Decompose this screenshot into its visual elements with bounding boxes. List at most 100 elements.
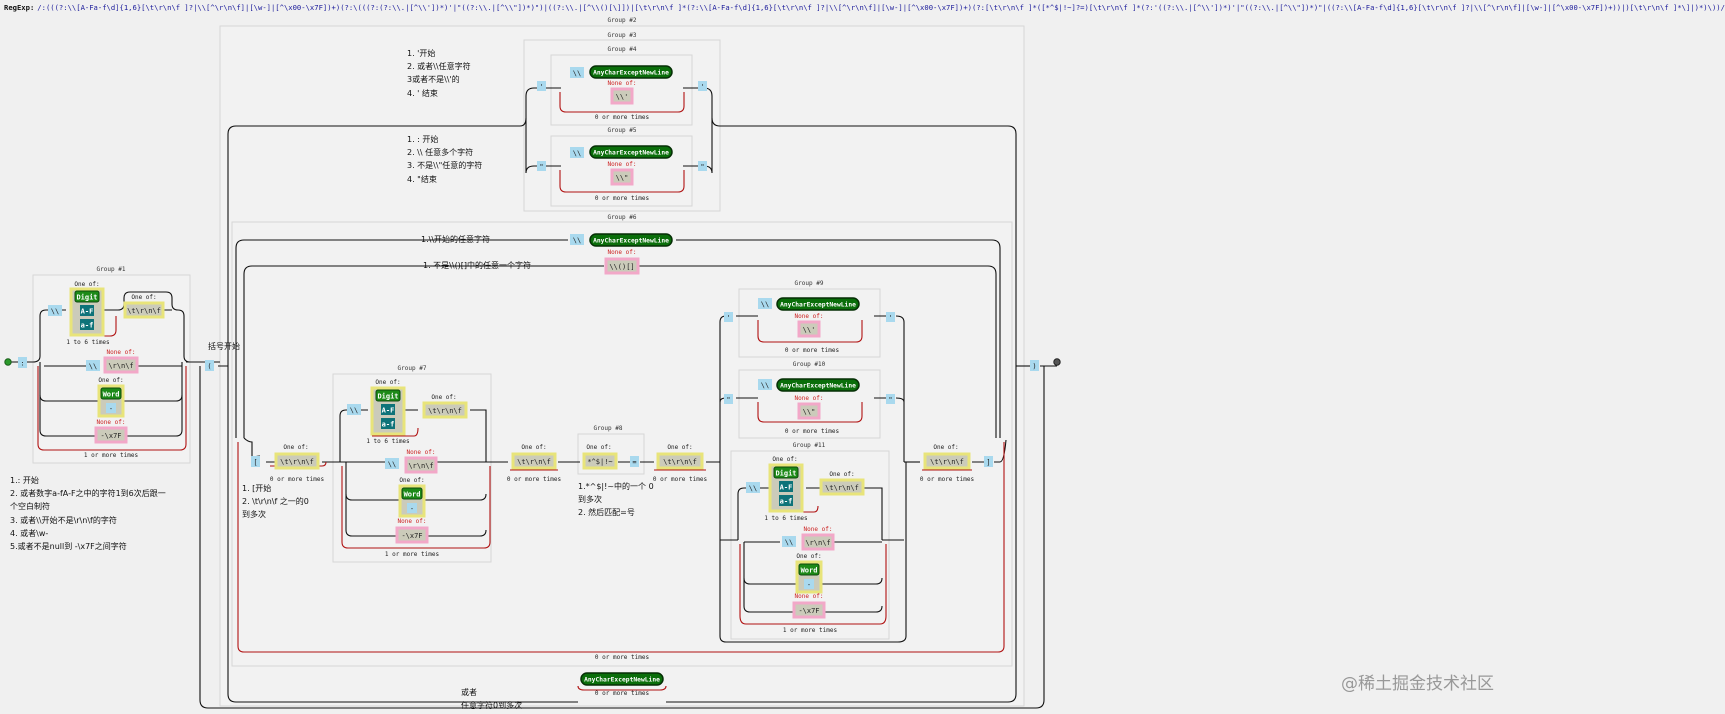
literal-squote-open: ' <box>537 81 546 91</box>
g5-negset: None of: \\" 0 or more times <box>595 161 650 202</box>
svg-text:None of:: None of: <box>398 518 427 525</box>
group5-note-2: 2. \\ 任意多个字符 <box>407 148 474 158</box>
svg-text:\\()[]: \\()[] <box>609 263 634 271</box>
svg-text:AnyCharExceptNewLine: AnyCharExceptNewLine <box>780 301 856 309</box>
g4-negset: None of: \\' 0 or more times <box>595 80 650 121</box>
svg-text:\\": \\" <box>616 174 629 182</box>
g11-ws-set: One of: \t\r\n\f <box>819 471 865 496</box>
svg-text:\\: \\ <box>350 407 358 415</box>
group-2-label: Group #2 <box>608 17 637 24</box>
literal-backslash-2: \\ <box>86 360 100 371</box>
svg-text:One of:: One of: <box>131 294 156 301</box>
svg-text:\\': \\' <box>803 326 816 334</box>
g11-nl-negset: None of: \r\n\f <box>801 526 835 551</box>
bottom-repeat-label: 0 or more times <box>595 690 650 697</box>
connector-lines <box>11 87 1057 709</box>
svg-text:A-F: A-F <box>382 407 395 415</box>
g1-high-negset: None of: -\x7F <box>94 419 128 444</box>
svg-text:-: - <box>410 505 414 513</box>
anychar-g9: AnyCharExceptNewLine <box>776 297 860 311</box>
svg-text:0 or more times: 0 or more times <box>595 195 650 202</box>
svg-text:-\x7F: -\x7F <box>798 607 819 615</box>
svg-text:One of:: One of: <box>521 444 546 451</box>
svg-text:0 or more times: 0 or more times <box>595 114 650 121</box>
group-10-label: Group #10 <box>793 361 826 368</box>
group4-note-1: 1. '开始 <box>407 49 436 58</box>
group-6-label: Group #6 <box>608 214 637 221</box>
g7-hex-set: One of: Digit A-F a-f 1 to 6 times <box>366 379 410 445</box>
svg-text:\t\r\n\f: \t\r\n\f <box>127 307 161 315</box>
bracket-ops-set: One of: *^$|!~ <box>582 444 618 470</box>
g7-word-set: One of: Word - <box>398 477 426 518</box>
group-9-label: Group #9 <box>795 280 824 287</box>
svg-text:': ' <box>726 314 730 322</box>
group-8-label: Group #8 <box>594 425 623 432</box>
start-node <box>4 358 12 366</box>
svg-text:': ' <box>539 83 543 91</box>
bracket-note-2: 2. \t\r\n\f 之一的0 <box>242 497 309 507</box>
svg-text:AnyCharExceptNewLine: AnyCharExceptNewLine <box>584 676 660 684</box>
end-node <box>1053 358 1061 366</box>
g7-ws-set: One of: \t\r\n\f <box>422 394 468 419</box>
svg-text:': ' <box>888 314 892 322</box>
literal-backslash-g6: \\ <box>570 234 584 245</box>
svg-text:Word: Word <box>103 391 120 399</box>
svg-text:None of:: None of: <box>804 526 833 533</box>
literal-squote-close: ' <box>698 81 707 91</box>
svg-text:\\: \\ <box>573 237 581 245</box>
svg-text:Digit: Digit <box>377 393 398 401</box>
g1-ws-set: One of: \t\r\n\f <box>123 294 165 319</box>
group-1-label: Group #1 <box>97 266 126 273</box>
svg-text:0 or more times: 0 or more times <box>920 476 975 483</box>
group4-note-2: 2. 或者\\任意字符 <box>407 62 471 72</box>
bracket-note-3: 到多次 <box>242 510 266 520</box>
svg-text:\t\r\n\f: \t\r\n\f <box>280 458 314 466</box>
bracket-ws-set-3: One of: \t\r\n\f 0 or more times <box>653 444 708 483</box>
svg-text:1 to 6 times: 1 to 6 times <box>66 339 110 346</box>
ops-note-3: 2. 然后匹配=号 <box>578 508 635 518</box>
svg-text:Digit: Digit <box>76 294 97 302</box>
g7-nl-negset: None of: \r\n\f <box>404 449 438 474</box>
literal-dquote-g10-close: " <box>886 394 895 404</box>
svg-text:None of:: None of: <box>795 593 824 600</box>
svg-text:AnyCharExceptNewLine: AnyCharExceptNewLine <box>593 237 669 245</box>
bottom-note-1: 或者 <box>461 688 477 697</box>
svg-text:\r\n\f: \r\n\f <box>108 362 133 370</box>
svg-text:0 or more times: 0 or more times <box>653 476 708 483</box>
svg-text:-: - <box>807 581 811 589</box>
svg-text:\\: \\ <box>573 150 581 158</box>
svg-text:AnyCharExceptNewLine: AnyCharExceptNewLine <box>780 382 856 390</box>
svg-text:0 or more times: 0 or more times <box>507 476 562 483</box>
svg-text:One of:: One of: <box>796 553 821 560</box>
group-11-label: Group #11 <box>793 442 826 449</box>
svg-text:\t\r\n\f: \t\r\n\f <box>930 458 964 466</box>
group1-note-6: 5.或者不是null到 -\x7F之间字符 <box>10 542 127 552</box>
literal-dquote-close: " <box>698 161 707 171</box>
group4-notes: 1. '开始 2. 或者\\任意字符 3或者不是\\'的 4. ' 结束 <box>407 47 471 100</box>
svg-text:": " <box>539 163 543 171</box>
svg-text:None of:: None of: <box>107 349 136 356</box>
svg-text:One of:: One of: <box>933 444 958 451</box>
svg-text:[: [ <box>253 459 257 467</box>
group6-note-line2: 1. 不是\\()[]中的任意一个字符 <box>423 261 532 270</box>
svg-text:None of:: None of: <box>795 395 824 402</box>
literal-colon: : <box>18 357 27 368</box>
svg-text:One of:: One of: <box>375 379 400 386</box>
anychar-g5: AnyCharExceptNewLine <box>589 145 673 159</box>
anychar-g4: AnyCharExceptNewLine <box>589 65 673 79</box>
watermark: @稀土掘金技术社区 <box>1341 674 1494 694</box>
literal-lbracket: [ <box>251 456 260 467</box>
svg-text:One of:: One of: <box>431 394 456 401</box>
g6-paren-negset: None of: \\()[] <box>604 249 640 275</box>
svg-text:\r\n\f: \r\n\f <box>408 462 433 470</box>
bottom-note-2: 任意字符0到多次 <box>461 701 523 711</box>
ops-notes: 1.*^$|!~中的一个 0 到多次 2. 然后匹配=号 <box>578 480 654 520</box>
svg-text:0 or more times: 0 or more times <box>785 428 840 435</box>
group-7-label: Group #7 <box>398 365 427 372</box>
svg-text:None of:: None of: <box>97 419 126 426</box>
group-4-label: Group #4 <box>608 46 637 53</box>
svg-text:One of:: One of: <box>74 281 99 288</box>
group5-note-1: 1. : 开始 <box>407 135 439 144</box>
g10-negset: None of: \\" 0 or more times <box>785 395 840 435</box>
group5-note-3: 3. 不是\\"任意的字符 <box>407 161 483 171</box>
